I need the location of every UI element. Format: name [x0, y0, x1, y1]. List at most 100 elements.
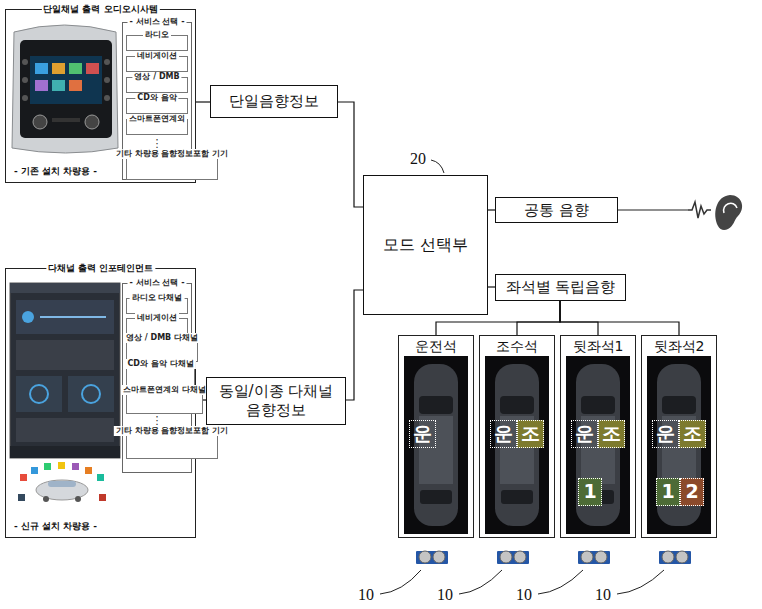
node-label: 스마트폰연계외 다채널 — [121, 385, 208, 395]
car-rear-window — [501, 490, 533, 504]
head-unit-screen — [30, 56, 102, 104]
sound-wave — [688, 202, 711, 218]
car-wheel — [75, 496, 81, 502]
ear-icon — [715, 195, 742, 230]
process-box: 공통 음향 — [495, 197, 618, 223]
node-label: 영상 / DMB — [132, 72, 181, 82]
seat-marker: 운 — [652, 420, 679, 448]
seat-marker: 운 — [409, 420, 436, 448]
connector-line — [338, 102, 363, 207]
head-unit-button — [104, 59, 110, 65]
ellipsis-mark: ⋮ — [147, 137, 167, 153]
node-label: 라디오 — [143, 30, 171, 40]
seat-marker: 운 — [571, 420, 598, 448]
system-box: 단일채널 출력 오디오시사템- 기존 설치 차량용 -- 서비스 선택 -라디오… — [5, 9, 196, 183]
callout-number: 10 — [432, 586, 458, 604]
node-label: 운전석 — [399, 336, 473, 356]
app-icon — [69, 80, 82, 91]
sensor-transducer — [514, 551, 526, 563]
app-icon — [35, 80, 48, 91]
sensor-board — [659, 551, 691, 564]
head-unit-knob — [85, 115, 99, 129]
seat-marker: 조 — [679, 420, 706, 448]
service-item: 네비게이션 — [126, 318, 188, 334]
screen-topbar — [10, 283, 120, 293]
app-icon — [97, 474, 104, 481]
reference-number: 20 — [405, 150, 431, 168]
connector-line — [196, 101, 210, 102]
leader-line — [617, 570, 664, 594]
service-item: 스마트폰연계외 — [126, 119, 188, 135]
service-item: 네비게이션 — [126, 56, 188, 72]
service-item: CD와 음악 — [126, 98, 188, 114]
sensor-transducer — [595, 551, 607, 563]
sensor-board — [497, 551, 529, 564]
node-label: 라디오 다채널 — [130, 293, 185, 303]
car-body — [414, 364, 458, 526]
process-box: 동일/이종 다채널 음향정보 — [206, 377, 346, 425]
car-rear-window — [420, 490, 452, 504]
seat-marker: 조 — [517, 420, 544, 448]
node-label: CD와 음악 다채널 — [125, 359, 195, 369]
car-windshield — [500, 396, 534, 414]
node-label: 조수석 — [480, 336, 554, 356]
head-unit-button — [22, 77, 28, 83]
sound-wire — [618, 209, 688, 210]
screen-icon — [22, 311, 34, 323]
leader-line — [459, 570, 502, 594]
screen-panel — [16, 376, 62, 412]
sensor-transducer — [581, 551, 593, 563]
app-icon — [52, 63, 65, 74]
service-item: 영상 / DMB — [126, 77, 188, 93]
car-windshield — [662, 396, 696, 414]
callout-number: 10 — [590, 586, 616, 604]
callout-number: 10 — [353, 586, 379, 604]
head-unit-bezel — [12, 25, 118, 153]
node-label: 모드 선택부 — [383, 235, 468, 255]
screen-panel — [16, 340, 114, 370]
connector-line — [560, 301, 679, 335]
seat-marker: 운 — [490, 420, 517, 448]
node-label: 동일/이종 다채널 음향정보 — [210, 382, 342, 420]
node-label: 네비게이션 — [135, 313, 179, 323]
node-label: 뒷좌석1 — [561, 336, 635, 356]
service-item: 기타 차량용 음향정보포함 기기 — [126, 154, 218, 180]
disc-slot — [52, 118, 80, 122]
sensor-board — [578, 551, 610, 564]
app-icon — [31, 467, 38, 474]
node-label: 다채널 출력 인포테인먼트 — [46, 262, 155, 274]
node-label: 네비게이션 — [135, 51, 179, 61]
node-label: 스마트폰연계외 — [127, 114, 187, 124]
app-icon — [52, 80, 65, 91]
sensor-transducer — [433, 551, 445, 563]
app-icon — [18, 494, 25, 501]
car-top-view — [485, 356, 549, 534]
process-box: 모드 선택부 — [363, 175, 488, 315]
seat-marker: 1 — [656, 478, 680, 506]
app-icon — [99, 494, 106, 501]
app-icon — [72, 463, 79, 470]
seat-marker: 2 — [680, 478, 704, 506]
sensor-transducer — [419, 551, 431, 563]
sensor-board — [416, 551, 448, 564]
node-label: CD와 음악 — [135, 93, 178, 103]
app-icon — [58, 462, 65, 469]
node-label: 뒷좌석2 — [642, 336, 716, 356]
connector-line — [488, 286, 495, 287]
app-icon — [86, 63, 99, 74]
connector-line — [488, 209, 495, 210]
system-box: 다채널 출력 인포테인먼트- 신규 설치 차량용 -- 서비스 선택 -라디오 … — [5, 268, 196, 538]
service-item: 스마트폰연계외 다채널 — [126, 390, 203, 414]
head-unit-button — [22, 95, 28, 101]
screen-bottombar — [10, 446, 120, 458]
app-icon — [35, 63, 48, 74]
seat-marker: 조 — [598, 420, 625, 448]
node-label: 단일음향정보 — [229, 92, 319, 111]
node-label: 단일채널 출력 오디오시사템 — [41, 3, 159, 15]
app-icon — [85, 467, 92, 474]
screen-gauge — [82, 385, 100, 403]
head-unit-panel — [20, 40, 112, 138]
node-label: 기타 차량용 음향정보포함 기기 — [114, 426, 230, 436]
car-windshield — [419, 396, 453, 414]
